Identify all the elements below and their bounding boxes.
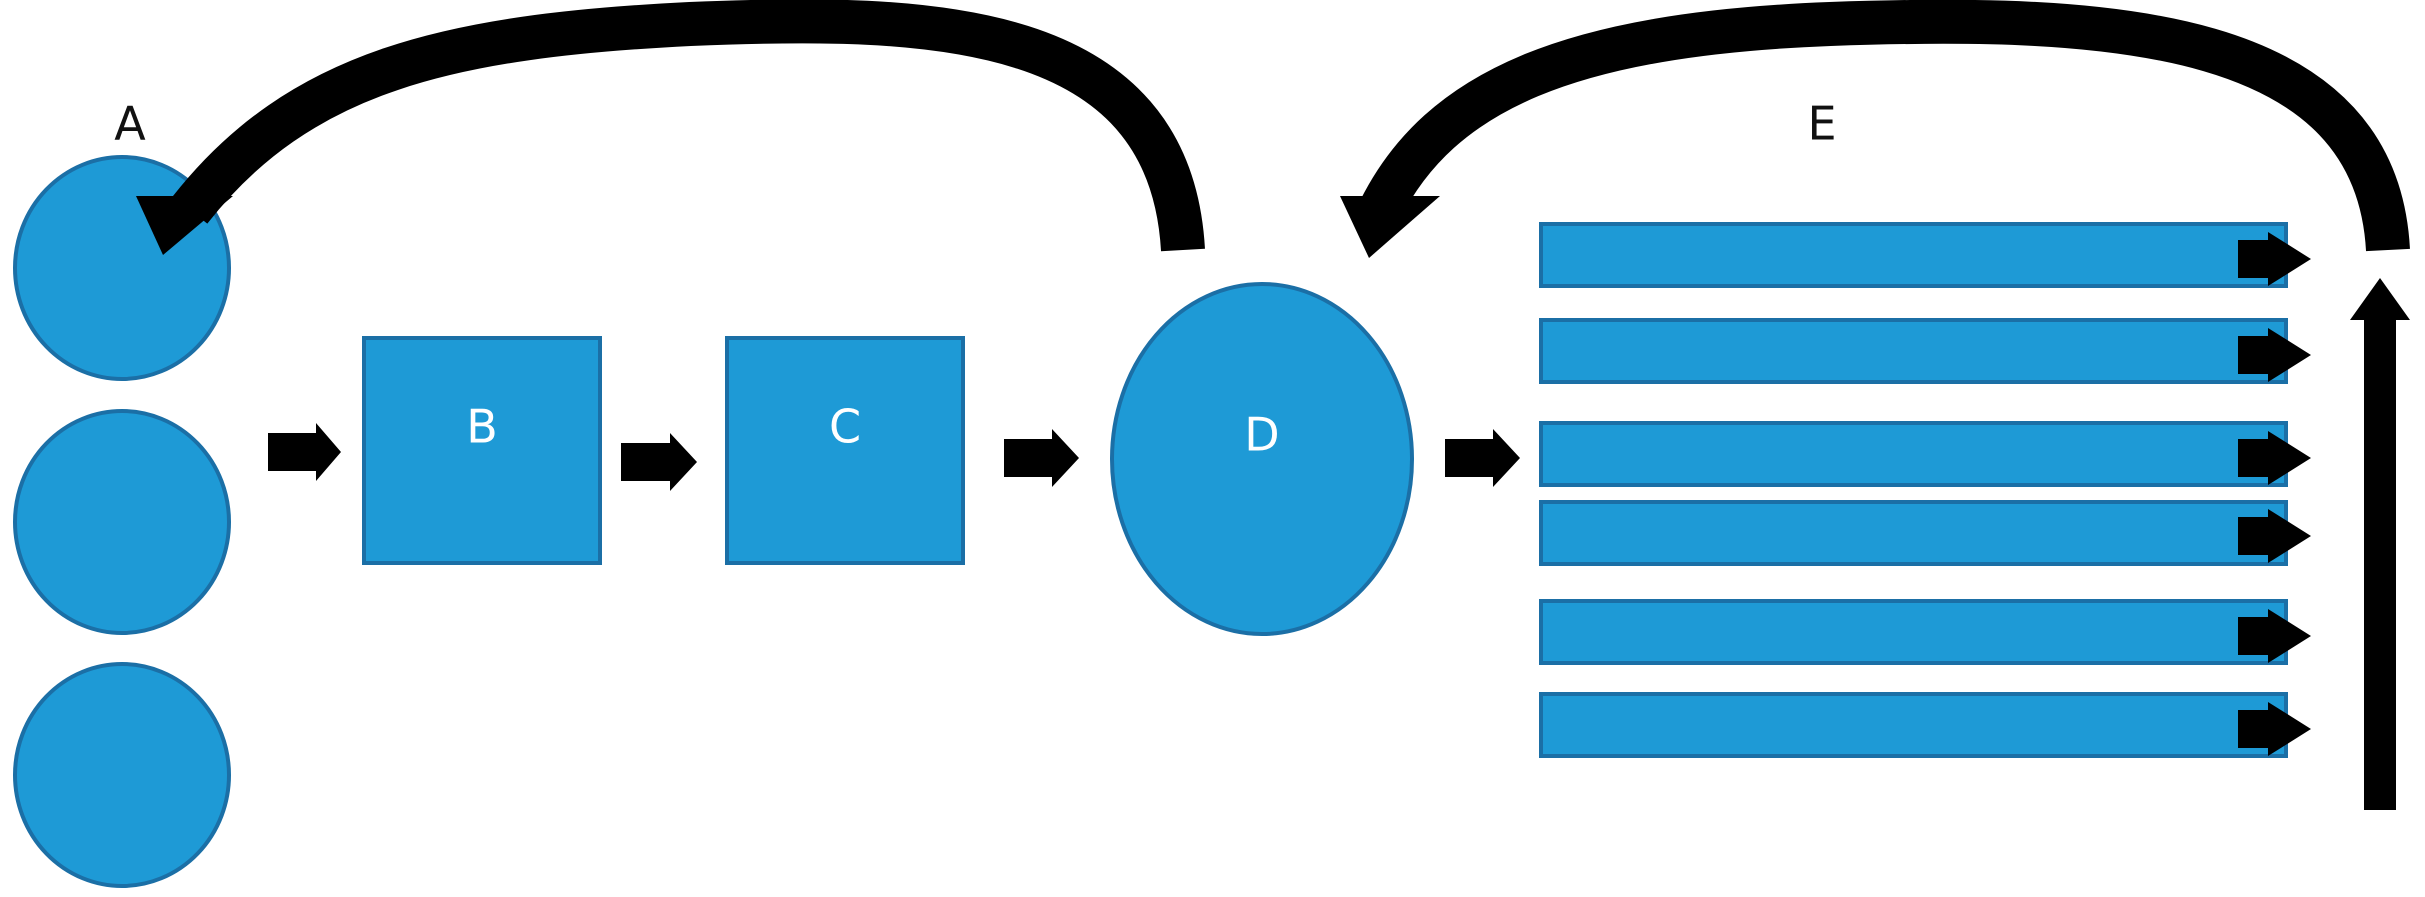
feedback-arrow-d-to-a [136,0,1205,255]
e-bar-1-end-arrow [2238,232,2311,286]
label-c: C [829,400,861,454]
e-bar-5 [1539,599,2288,665]
arrow-c-to-d [1004,429,1079,487]
feedback-head-d-to-a [136,196,233,255]
box-c: C [725,336,965,565]
box-c-shape [725,336,965,565]
flow-arrows [268,423,1520,491]
node-d-shape [1110,282,1414,636]
label-e: E [1807,97,1836,151]
arrow-d-to-e [1445,429,1520,487]
label-a: A [114,97,146,151]
feedback-arrow-e-to-d [1340,0,2410,258]
feedback-curve-e-to-d [1360,0,2410,252]
node-d: D [1110,282,1414,636]
a-circle-3 [13,662,231,888]
arrow-b-to-c [621,433,697,491]
e-bar-1 [1539,222,2288,288]
feedback-curve-d-to-a [172,0,1205,252]
e-bar-2-end-arrow [2238,328,2311,382]
box-b-shape [362,336,602,565]
e-bar-5-end-arrow [2238,609,2311,663]
e-vertical-up-arrow [2350,278,2410,810]
label-b: B [466,400,498,454]
e-bar-3 [1539,421,2288,487]
feedback-head-e-to-d [1340,196,1440,258]
e-bar-6 [1539,692,2288,758]
e-bar-3-end-arrow [2238,431,2311,485]
e-bar-4-end-arrow [2238,509,2311,563]
label-d: D [1244,408,1279,462]
box-b: B [362,336,602,565]
group-e: E [1539,97,2288,758]
e-bar-6-end-arrow [2238,702,2311,756]
e-bar-2 [1539,318,2288,384]
e-bar-4 [1539,500,2288,566]
a-circle-2 [13,409,231,635]
arrow-a-to-b [268,423,341,481]
e-bar-end-arrows [2238,232,2311,756]
